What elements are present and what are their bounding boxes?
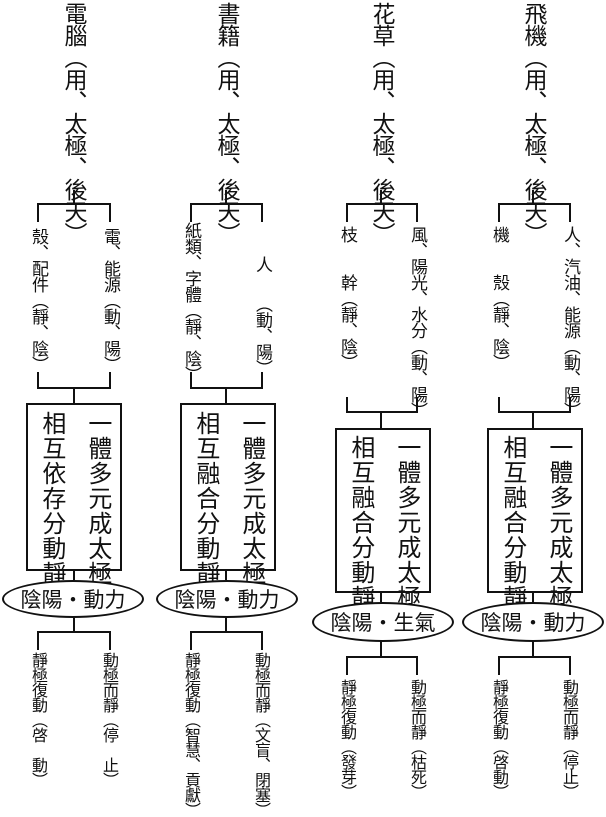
yin-leaf: 機 殼（靜、陰） <box>489 226 509 370</box>
taiji-box: 相互融合分動靜 一體多元成太極 <box>487 428 583 610</box>
yang-leaf: 風、陽光、水分（動、陽） <box>407 226 427 418</box>
yin-leaf: 紙類、字體（靜、陰） <box>181 222 201 382</box>
box-right-text: 一體多元成太極 <box>237 411 266 586</box>
yin-yang-ellipse: 陰陽・生氣 <box>312 602 454 642</box>
box-right-text: 一體多元成太極 <box>83 411 112 586</box>
bottom-left-text: 靜極復動（發芽） <box>338 679 357 799</box>
taiji-box: 相互依存分動靜 一體多元成太極 <box>26 403 122 586</box>
bottom-right-text: 動極而靜（枯死） <box>408 679 427 799</box>
yin-leaf: 枝 幹（靜、陰） <box>337 226 357 370</box>
column-title: 花草（用、太極、後天） <box>368 2 394 244</box>
bottom-left-text: 靜極復動（啓動） <box>490 679 509 799</box>
bottom-left-text: 靜極復動（智慧、貢獻） <box>182 652 201 817</box>
column-title: 電腦（用、太極、後天） <box>60 2 86 244</box>
bottom-right-text: 動極而靜（文盲、閉塞） <box>252 652 271 817</box>
yang-leaf: 人 （動、陽） <box>252 256 272 376</box>
box-right-text: 一體多元成太極 <box>392 435 421 610</box>
yang-leaf: 電、能源（動、陽） <box>100 228 120 372</box>
yin-leaf: 殼、配件（靜、陰） <box>28 228 48 372</box>
yin-yang-ellipse: 陰陽・動力 <box>2 580 144 618</box>
bottom-right-text: 動極而靜（停止） <box>560 679 579 799</box>
connector-lines <box>37 190 571 675</box>
taiji-box: 相互融合分動靜 一體多元成太極 <box>335 428 431 610</box>
box-left-text: 相互融合分動靜 <box>498 435 527 610</box>
box-left-text: 相互融合分動靜 <box>346 435 375 610</box>
column-title: 飛機（用、太極、後天） <box>520 2 546 244</box>
yin-yang-ellipse: 陰陽・動力 <box>462 602 604 642</box>
bottom-right-text: 動極而靜（停 止） <box>100 652 119 787</box>
taiji-box: 相互融合分動靜 一體多元成太極 <box>180 403 276 586</box>
box-left-text: 相互依存分動靜 <box>37 411 66 586</box>
box-left-text: 相互融合分動靜 <box>191 411 220 586</box>
box-right-text: 一體多元成太極 <box>544 435 573 610</box>
bottom-left-text: 靜極復動（啓 動） <box>29 652 48 787</box>
yang-leaf: 人、汽油、能源（動、陽） <box>560 226 580 418</box>
column-title: 書籍（用、太極、後天） <box>213 2 239 244</box>
yin-yang-ellipse: 陰陽・動力 <box>156 580 298 618</box>
